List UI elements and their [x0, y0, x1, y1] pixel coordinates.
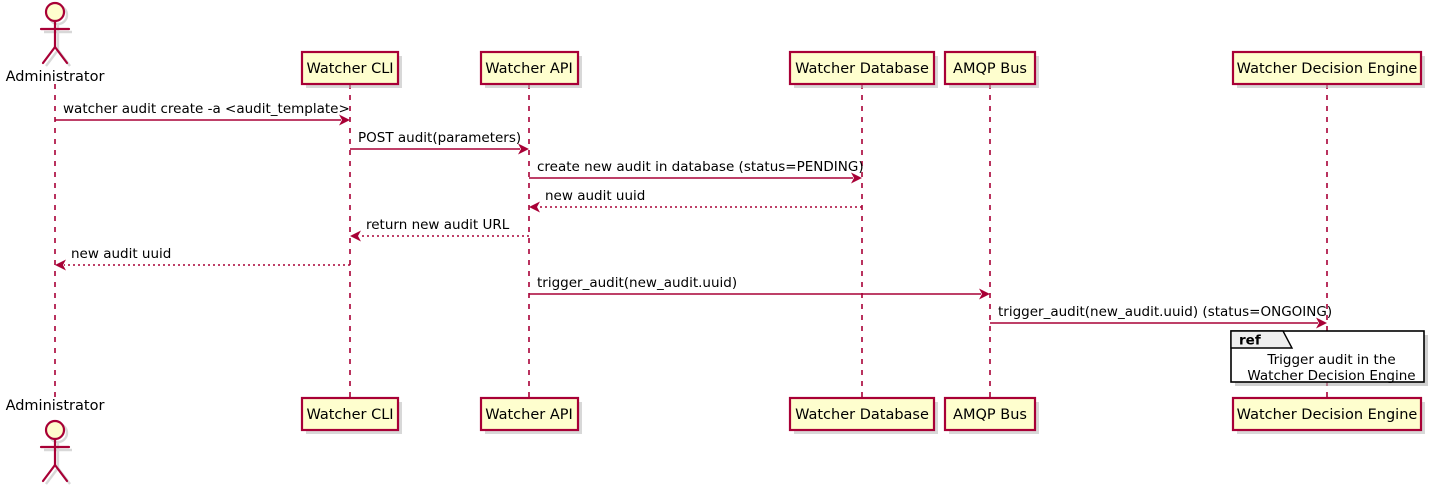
message-arrowhead	[350, 230, 361, 242]
message-arrowhead	[979, 288, 990, 300]
participant-label-watcher-cli: Watcher CLI	[306, 407, 393, 423]
participant-box-amqp-bus[interactable]: AMQP Bus	[943, 50, 1039, 88]
participant-label-amqp-bus: AMQP Bus	[953, 407, 1027, 423]
participant-box-rect	[1231, 396, 1423, 432]
actor-head	[44, 419, 66, 441]
actor-head	[44, 1, 66, 23]
actor-administrator: Administrator	[6, 1, 105, 85]
participant-box-watcher-api[interactable]: Watcher API	[479, 396, 582, 434]
participant-box-rect	[479, 396, 580, 432]
actor-body	[39, 19, 71, 65]
message-label: return new audit URL	[366, 217, 510, 233]
participant-box-rect	[943, 50, 1037, 86]
message-label: POST audit(parameters)	[358, 130, 521, 146]
message-3: create new audit in database (status=PEN…	[529, 159, 864, 184]
message-arrowhead	[529, 201, 540, 213]
participant-box-watcher-database[interactable]: Watcher Database	[788, 50, 938, 88]
participant-box-rect	[300, 396, 400, 432]
participant-label-watcher-database: Watcher Database	[795, 61, 929, 77]
ref-body-line-1: Watcher Decision Engine	[1247, 368, 1415, 384]
participant-label-watcher-decision-engine: Watcher Decision Engine	[1237, 407, 1418, 423]
actor-label-administrator: Administrator	[6, 69, 105, 85]
participant-label-watcher-api: Watcher API	[485, 61, 573, 77]
participant-label-amqp-bus: AMQP Bus	[953, 61, 1027, 77]
message-arrowhead	[55, 259, 66, 271]
participant-label-watcher-cli: Watcher CLI	[306, 61, 393, 77]
message-8: trigger_audit(new_audit.uuid) (status=ON…	[990, 304, 1332, 329]
actor-administrator: Administrator	[6, 398, 105, 485]
actor-body	[39, 437, 71, 483]
participant-box-rect	[300, 50, 400, 86]
message-7: trigger_audit(new_audit.uuid)	[529, 275, 990, 300]
message-2: POST audit(parameters)	[350, 130, 529, 155]
message-label: create new audit in database (status=PEN…	[537, 159, 864, 175]
message-label: trigger_audit(new_audit.uuid) (status=ON…	[998, 304, 1332, 320]
participant-box-amqp-bus[interactable]: AMQP Bus	[943, 396, 1039, 434]
participant-box-rect	[479, 50, 580, 86]
participant-box-watcher-decision-engine[interactable]: Watcher Decision Engine	[1231, 50, 1425, 88]
participant-box-watcher-cli[interactable]: Watcher CLI	[300, 396, 402, 434]
message-label: new audit uuid	[545, 188, 645, 204]
participant-box-watcher-cli[interactable]: Watcher CLI	[300, 50, 402, 88]
participant-box-rect	[788, 50, 936, 86]
message-label: new audit uuid	[71, 246, 171, 262]
ref-tab	[1230, 330, 1294, 349]
message-arrowhead	[1316, 317, 1327, 329]
lifelines-group	[54, 84, 1328, 398]
message-6: new audit uuid	[55, 246, 350, 271]
ref-tab-label: ref	[1239, 333, 1261, 349]
messages-group: watcher audit create -a <audit_template>…	[55, 101, 1332, 329]
message-1: watcher audit create -a <audit_template>	[55, 101, 350, 126]
actor-label-administrator: Administrator	[6, 398, 105, 414]
participant-box-watcher-api[interactable]: Watcher API	[479, 50, 582, 88]
participant-box-watcher-decision-engine[interactable]: Watcher Decision Engine	[1231, 396, 1425, 434]
participant-box-watcher-database[interactable]: Watcher Database	[788, 396, 938, 434]
message-arrowhead	[339, 114, 350, 126]
message-label: watcher audit create -a <audit_template>	[63, 101, 350, 117]
message-5: return new audit URL	[350, 217, 529, 242]
participant-box-rect	[1231, 50, 1423, 86]
ref-body-line-0: Trigger audit in the	[1266, 352, 1395, 368]
message-arrowhead	[518, 143, 529, 155]
participant-box-rect	[943, 396, 1037, 432]
participant-label-watcher-decision-engine: Watcher Decision Engine	[1237, 61, 1418, 77]
message-arrowhead	[851, 172, 862, 184]
participant-box-rect	[788, 396, 936, 432]
participant-label-watcher-database: Watcher Database	[795, 407, 929, 423]
message-label: trigger_audit(new_audit.uuid)	[537, 275, 737, 291]
message-4: new audit uuid	[529, 188, 862, 213]
participant-label-watcher-api: Watcher API	[485, 407, 573, 423]
